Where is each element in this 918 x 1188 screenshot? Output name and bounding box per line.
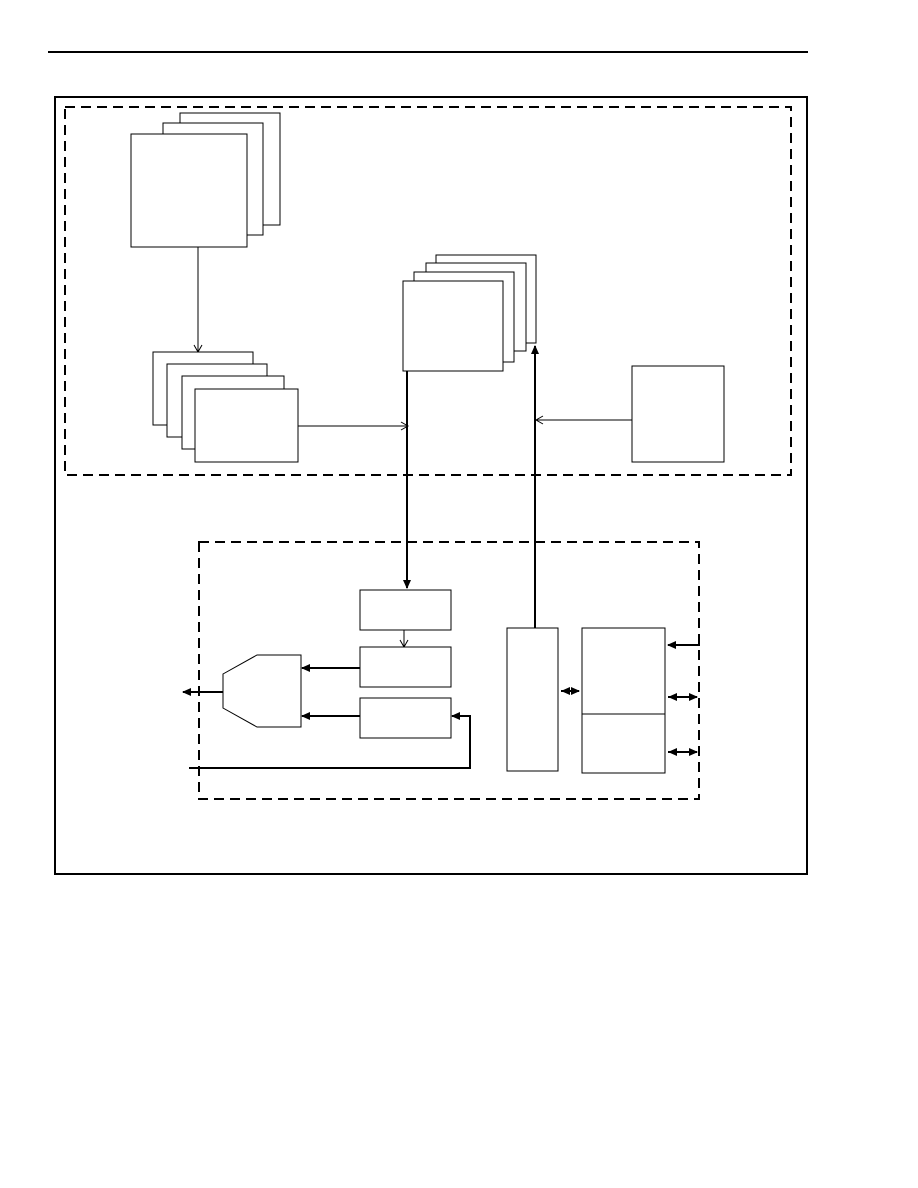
block-e (359, 589, 452, 631)
stacked-block-c (402, 254, 537, 372)
stacked-block-b (152, 351, 299, 463)
block-g (359, 697, 452, 739)
mux-block (222, 654, 302, 728)
block-i (506, 627, 559, 772)
block-j (581, 627, 666, 774)
block-f (359, 646, 452, 688)
block-d (631, 365, 725, 463)
stacked-block-a (130, 112, 281, 248)
outer-frame (54, 96, 808, 875)
lower-dashed-region (198, 541, 700, 800)
upper-dashed-region (64, 106, 792, 476)
external-input-to-g (189, 712, 471, 769)
